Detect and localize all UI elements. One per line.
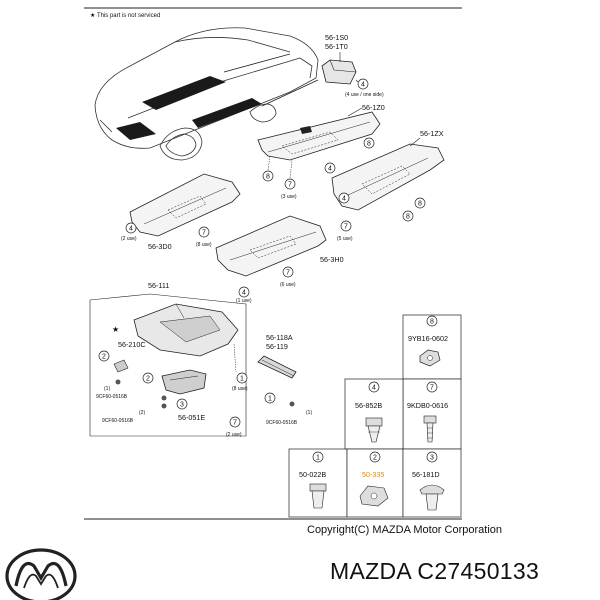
label-56-3d0: 56-3D0 [148, 242, 172, 251]
table-code-2-highlighted: 50-335 [362, 470, 384, 479]
leader-car-b [261, 79, 319, 107]
callout-7: 7 [233, 420, 237, 427]
not-serviced-note: ★ This part is not serviced [90, 13, 161, 19]
label-56-111: 56-111 [148, 281, 169, 290]
table-code-3: 56-181D [412, 470, 440, 479]
part-56-118a [257, 355, 297, 379]
uses-one-side: (4 use / one side) [345, 92, 384, 98]
callout-1: 1 [240, 376, 244, 383]
callout-3: 3 [180, 402, 184, 409]
label-56-119: 56-119 [266, 342, 288, 351]
callout-1: 1 [268, 396, 272, 403]
uses-3: (3 use) [281, 194, 297, 200]
car-underbody-panels [116, 76, 262, 140]
label-9cf60-0516b: 9CF60-0516B [96, 394, 128, 400]
clip-56-181d-icon [419, 484, 445, 511]
table-code-7: 9KDB0-0616 [407, 401, 448, 410]
uses-2: (2 use) [226, 432, 242, 438]
callout-7: 7 [288, 182, 292, 189]
callout-2: 2 [146, 376, 150, 383]
group-frame-56-111 [89, 293, 247, 437]
part-56-3d0 [129, 173, 241, 237]
callout-4: 4 [361, 82, 365, 89]
uses-1: (1) [104, 386, 110, 392]
table-header-1: 1 [316, 455, 320, 462]
table-code-4: 56-852B [355, 401, 382, 410]
mazda-logo-icon [5, 548, 77, 600]
callout-8: 8 [418, 201, 422, 208]
uses-2: (2) [139, 410, 145, 416]
uses-8: (8 use) [196, 242, 212, 248]
label-56-1z0: 56-1Z0 [362, 103, 385, 112]
table-header-8: 8 [430, 319, 434, 326]
bolt-9kdb0-icon [423, 415, 437, 443]
uses-1: (1 use) [236, 298, 252, 304]
table-header-7: 7 [430, 385, 434, 392]
label-56-1zx: 56-1ZX [420, 129, 444, 138]
table-code-8: 9YB16-0602 [408, 334, 448, 343]
part-56-1z0 [257, 111, 381, 161]
callout-4: 4 [242, 290, 246, 297]
callout-8: 8 [266, 174, 270, 181]
uses-5: (5 use) [337, 236, 353, 242]
table-header-3: 3 [430, 455, 434, 462]
label-9cf60-0516b: 9CF60-0516B [102, 418, 134, 424]
table-code-1: 50-022B [299, 470, 326, 479]
uses-6: (6 use) [280, 282, 296, 288]
table-header-2: 2 [373, 455, 377, 462]
label-56-1s0: 56-1S0 [325, 33, 348, 42]
part-56-1zx [331, 143, 445, 211]
callout-7: 7 [202, 230, 206, 237]
uses-8: (8 use) [232, 386, 248, 392]
callout-7: 7 [286, 270, 290, 277]
clip-56-852b-icon [365, 417, 383, 443]
label-56-3h0: 56-3H0 [320, 255, 344, 264]
label-56-210c: 56-210C [118, 340, 146, 349]
callout-7: 7 [344, 224, 348, 231]
callout-8: 8 [406, 214, 410, 221]
clip-9yb16-icon [419, 349, 441, 367]
copyright-text: Copyright(C) MAZDA Motor Corporation [307, 524, 503, 536]
clip-50-335-icon [359, 485, 389, 507]
leader-car-a [223, 53, 291, 73]
callout-4: 4 [328, 166, 332, 173]
callout-2: 2 [102, 354, 106, 361]
not-serviced-star: ★ [112, 325, 119, 334]
callout-8: 8 [367, 141, 371, 148]
callout-4: 4 [129, 226, 133, 233]
brand-part-number: MAZDA C27450133 [330, 558, 540, 584]
label-56-051e: 56-051E [178, 413, 205, 422]
label-56-1t0: 56-1T0 [325, 42, 348, 51]
uses-2: (2 use) [121, 236, 137, 242]
part-56-051e [161, 369, 207, 395]
uses-1: (1) [306, 410, 312, 416]
clip-50-022b-icon [309, 483, 327, 509]
table-header-4: 4 [372, 385, 376, 392]
callout-4: 4 [342, 196, 346, 203]
label-9cf60-0516b: 9CF60-0516B [266, 420, 298, 426]
label-56-118a: 56-118A [266, 333, 293, 342]
part-56-3h0 [215, 215, 327, 277]
part-56-1s0 [321, 59, 357, 85]
part-56-111 [133, 303, 239, 357]
